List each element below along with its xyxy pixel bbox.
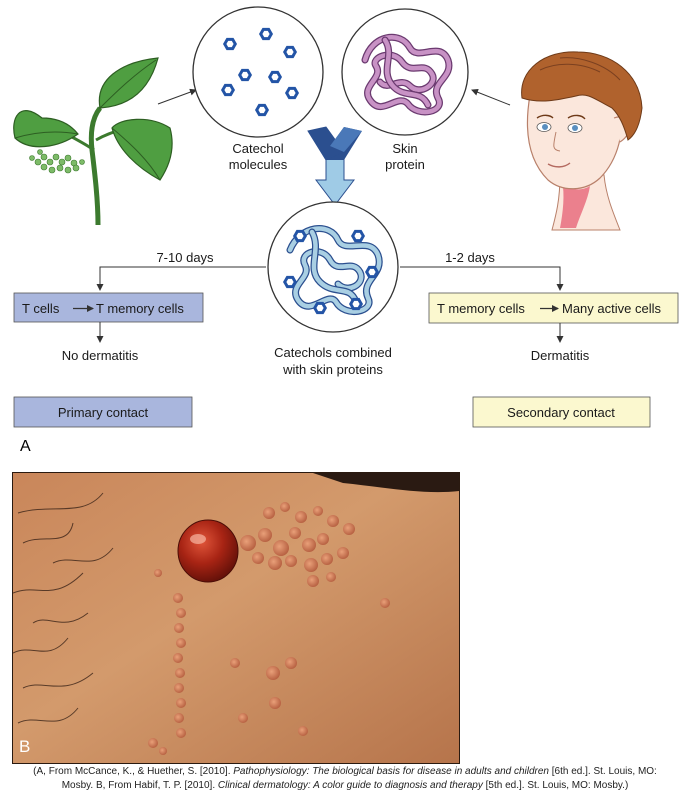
- primary-contact-label: Primary contact: [58, 405, 149, 420]
- caption-a-prefix: (A, From McCance, K., & Huether, S. [201…: [33, 766, 234, 777]
- combined-label-line1: Catechols combined: [274, 345, 392, 360]
- right-outcome-label: Dermatitis: [531, 348, 590, 363]
- left-branch-line: [96, 266, 266, 291]
- skin-protein-label-line2: protein: [385, 157, 425, 172]
- primary-contact-box: [13, 396, 193, 428]
- caption-b-title: Clinical dermatology: A color guide to d…: [217, 780, 483, 791]
- panel-a-diagram: Catechol molecules Skin protein: [13, 6, 679, 455]
- catechol-label-line2: molecules: [229, 157, 288, 172]
- catechol-molecules-circle: [192, 6, 324, 138]
- caption-b-prefix: Mosby. B, From Habif, T. P. [2010].: [61, 780, 218, 791]
- converging-arrow-icon: [307, 126, 362, 206]
- caption-line-1: (A, From McCance, K., & Huether, S. [201…: [0, 765, 690, 779]
- child-face-icon: [521, 51, 643, 231]
- left-tcells-label: T cells: [22, 301, 60, 316]
- caption-a-suffix: [6th ed.]. St. Louis, MO:: [549, 766, 657, 777]
- skin-protein-label-line1: Skin: [392, 141, 417, 156]
- right-active-label: Many active cells: [562, 301, 661, 316]
- poison-ivy-plant-icon: [13, 57, 173, 226]
- skin-protein-circle: [341, 8, 469, 136]
- left-interval-label: 7-10 days: [156, 250, 214, 265]
- caption-b-suffix: [5th ed.]. St. Louis, MO: Mosby.): [482, 780, 629, 791]
- panel-b-letter: B: [19, 737, 31, 756]
- primary-tcell-box: [13, 292, 204, 323]
- left-outcome-label: No dermatitis: [62, 348, 139, 363]
- arrow-face-to-protein: [471, 88, 511, 106]
- combined-label-line2: with skin proteins: [282, 362, 383, 377]
- secondary-contact-box: [472, 396, 651, 428]
- caption-a-title: Pathophysiology: The biological basis fo…: [233, 766, 549, 777]
- figure-caption: (A, From McCance, K., & Huether, S. [201…: [0, 765, 690, 793]
- secondary-contact-label: Secondary contact: [507, 405, 615, 420]
- catechol-label-line1: Catechol: [232, 141, 283, 156]
- right-tmemory-label: T memory cells: [437, 301, 525, 316]
- caption-line-2: Mosby. B, From Habif, T. P. [2010]. Clin…: [0, 779, 690, 793]
- combined-catechol-protein-circle: [267, 201, 399, 333]
- right-branch-line: [400, 266, 564, 291]
- arrow-plant-to-catechol: [157, 88, 197, 105]
- left-tmemory-label: T memory cells: [96, 301, 184, 316]
- dermatitis-photo: B: [12, 472, 460, 764]
- right-interval-label: 1-2 days: [445, 250, 495, 265]
- panel-a-letter: A: [20, 438, 31, 455]
